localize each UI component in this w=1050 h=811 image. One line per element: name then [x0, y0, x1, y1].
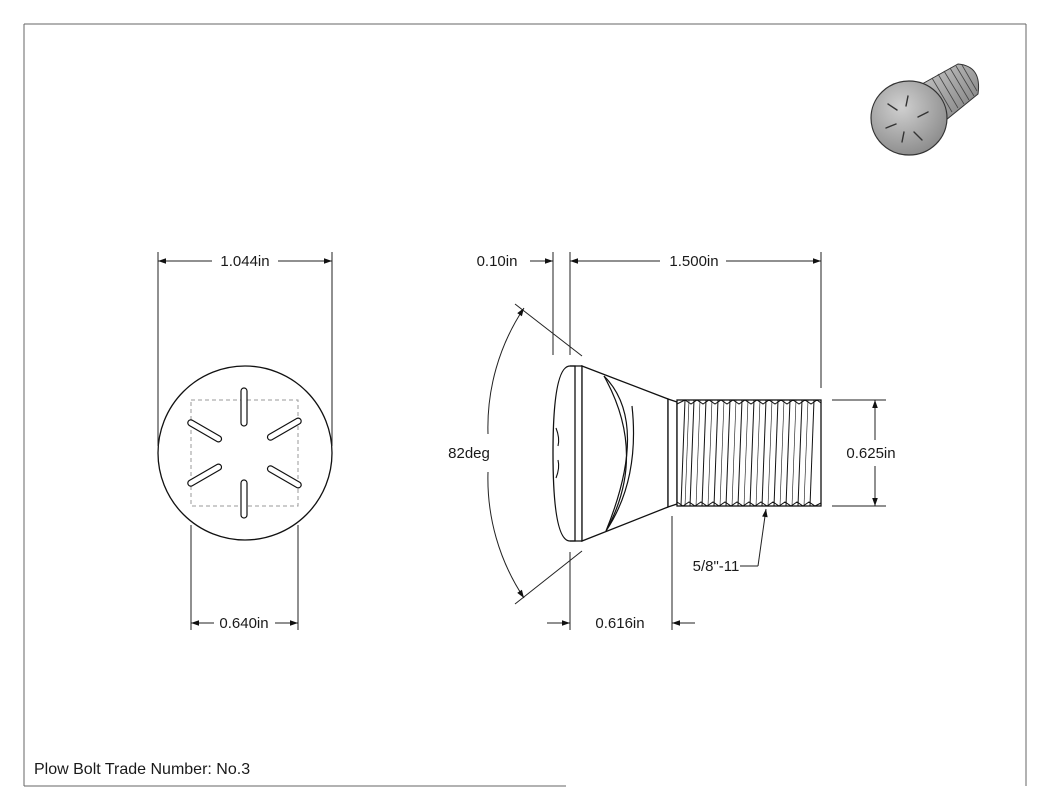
front-view: 1.044in 0.640in: [157, 252, 333, 632]
plow-bolt-3d-icon: [870, 63, 980, 156]
head-ribs: [187, 387, 302, 519]
thread-callout: 5/8"-11: [693, 508, 768, 575]
dim-thread-diameter: 0.625in: [832, 399, 896, 507]
drawing-border: [23, 23, 1027, 787]
dim-head-thickness: 0.10in: [477, 252, 571, 355]
thread-lines: [680, 399, 815, 507]
head-diameter-label: 1.044in: [220, 253, 269, 270]
dim-neck-length: 0.616in: [547, 516, 695, 632]
head-angle-label: 82deg: [448, 445, 490, 462]
title-block: Plow Bolt Trade Number: No.3: [34, 761, 250, 778]
thread-spec-label: 5/8"-11: [693, 558, 740, 575]
head-cone: [581, 365, 669, 542]
head-outline: [157, 365, 333, 541]
head-thickness-label: 0.10in: [477, 253, 518, 270]
thread-diameter-label: 0.625in: [846, 445, 895, 462]
neck-length-label: 0.616in: [595, 615, 644, 632]
dim-head-angle: 82deg: [448, 303, 583, 605]
side-view: 0.10in 1.500in 82deg 0.625in: [448, 252, 896, 632]
square-neck: [667, 398, 678, 508]
threaded-shank: [676, 399, 822, 507]
dim-head-diameter: 1.044in: [157, 252, 333, 446]
body-length-label: 1.500in: [669, 253, 718, 270]
head-dome: [552, 365, 576, 542]
neck-width-label: 0.640in: [219, 615, 268, 632]
dim-neck-width: 0.640in: [190, 525, 299, 632]
dim-body-length: 1.500in: [570, 252, 822, 388]
